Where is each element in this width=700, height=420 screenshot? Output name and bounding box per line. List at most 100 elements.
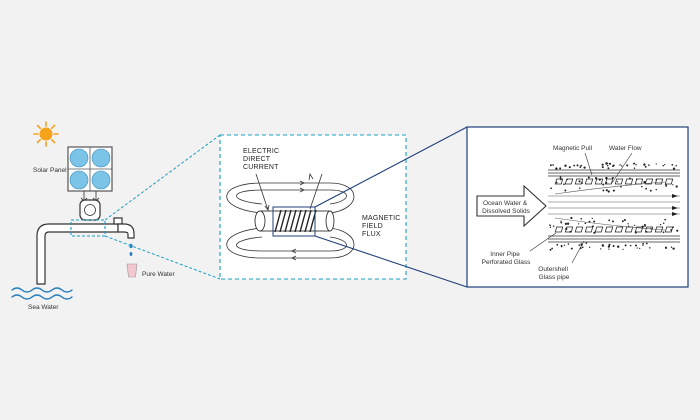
solid-particle: [602, 183, 605, 186]
magnetic-flux-label: MAGNETIC FIELD FLUX: [362, 215, 403, 238]
solid-particle: [560, 178, 562, 181]
solid-particle: [568, 166, 571, 169]
solid-particle: [608, 219, 611, 222]
solid-particle: [612, 164, 615, 167]
solid-particle: [552, 225, 555, 227]
perforation-slot: [584, 178, 594, 185]
solid-particle: [649, 189, 652, 192]
solid-particle: [579, 166, 581, 169]
perforation-slot: [644, 178, 654, 185]
solid-particle: [676, 186, 678, 188]
solid-particle: [633, 167, 636, 169]
solid-particle: [607, 167, 610, 170]
electric-current-label: ELECTRIC DIRECT CURRENT: [243, 148, 281, 171]
solid-particle: [573, 164, 576, 167]
solid-particle: [563, 244, 566, 246]
perforation-slot: [614, 226, 624, 233]
solid-particle: [665, 185, 668, 187]
solid-particle: [601, 166, 604, 169]
solid-particle: [564, 164, 567, 167]
solid-particle: [622, 248, 624, 251]
current-leads: [255, 172, 323, 211]
solid-particle: [664, 246, 668, 249]
solid-particle: [616, 181, 619, 183]
solid-particle: [659, 223, 662, 226]
solid-particle: [672, 167, 676, 170]
solid-particle: [670, 229, 672, 231]
perforation-slot: [594, 226, 604, 233]
solid-particle: [549, 248, 552, 251]
solid-particle: [629, 177, 631, 180]
solid-particle: [608, 162, 612, 165]
solid-particle: [550, 187, 552, 190]
perforation-slot: [604, 226, 614, 233]
solid-particle: [620, 165, 623, 167]
detail-connectors: [314, 126, 468, 288]
solid-particle: [570, 247, 573, 250]
outershell-label: Outershell Glass pipe: [538, 266, 569, 281]
solid-particle: [672, 226, 674, 228]
current-line-3: CURRENT: [243, 164, 279, 171]
perforation-slot: [574, 226, 584, 233]
solid-particle: [567, 243, 570, 245]
field-flux-lines: [226, 180, 355, 261]
solid-particle: [643, 163, 646, 166]
solid-particle: [570, 216, 573, 220]
solid-particle: [588, 220, 591, 223]
solid-particle: [635, 178, 638, 181]
solid-particle: [641, 185, 643, 188]
inflow-arrow-icon: [476, 184, 547, 228]
solid-particle: [643, 180, 646, 184]
solid-particle: [549, 164, 552, 167]
solid-particle: [565, 227, 568, 231]
solid-particle: [578, 244, 581, 246]
solid-particle: [601, 163, 604, 166]
outershell-line-2: Glass pipe: [539, 274, 570, 281]
solid-particle: [549, 226, 552, 228]
solar-panel-label: Solar Panel: [33, 167, 67, 174]
solid-particle: [649, 247, 651, 249]
solid-particle: [623, 218, 626, 222]
solid-particle: [634, 231, 637, 234]
solid-particle: [605, 189, 608, 192]
solid-particle: [671, 164, 674, 166]
water-glass-icon: [126, 263, 138, 278]
solid-particle: [617, 245, 620, 248]
solid-particle: [645, 187, 647, 190]
solid-particle: [555, 181, 558, 184]
solid-particle: [592, 225, 594, 228]
solid-particle: [632, 163, 635, 165]
solid-particle: [641, 225, 644, 228]
current-line-2: DIRECT: [243, 156, 271, 163]
solid-particle: [635, 164, 637, 166]
solid-particle: [642, 244, 644, 246]
inflow-line-1: Ocean Water &: [483, 200, 528, 207]
solid-particle: [552, 164, 554, 166]
solid-particle: [634, 244, 638, 247]
solid-particle: [645, 231, 648, 233]
solid-particle: [555, 167, 558, 170]
perforated-row-top: [554, 178, 674, 185]
solid-particle: [600, 248, 602, 250]
perforation-slot: [584, 226, 594, 233]
solid-particle: [612, 189, 615, 192]
solid-particle: [627, 225, 630, 227]
solid-particle: [580, 217, 583, 220]
inner-pipe-label: Inner Pipe Perforated Glass: [482, 251, 532, 266]
solid-particle: [581, 182, 584, 184]
dissolved-solids: [549, 162, 679, 251]
solid-particle: [655, 178, 658, 181]
solid-particle: [581, 246, 584, 249]
solid-particle: [560, 245, 563, 248]
perforation-slot: [664, 178, 674, 185]
solid-particle: [587, 176, 590, 179]
flow-lines: [548, 181, 680, 231]
flux-line-2: FIELD: [362, 223, 383, 230]
solid-particle: [594, 177, 598, 180]
flux-line-3: FLUX: [362, 231, 381, 238]
solid-particle: [676, 229, 679, 232]
pipe-walls: [548, 169, 680, 243]
solid-particle: [551, 247, 553, 250]
solid-particle: [607, 245, 611, 248]
electromagnet-illustration: [226, 172, 355, 261]
